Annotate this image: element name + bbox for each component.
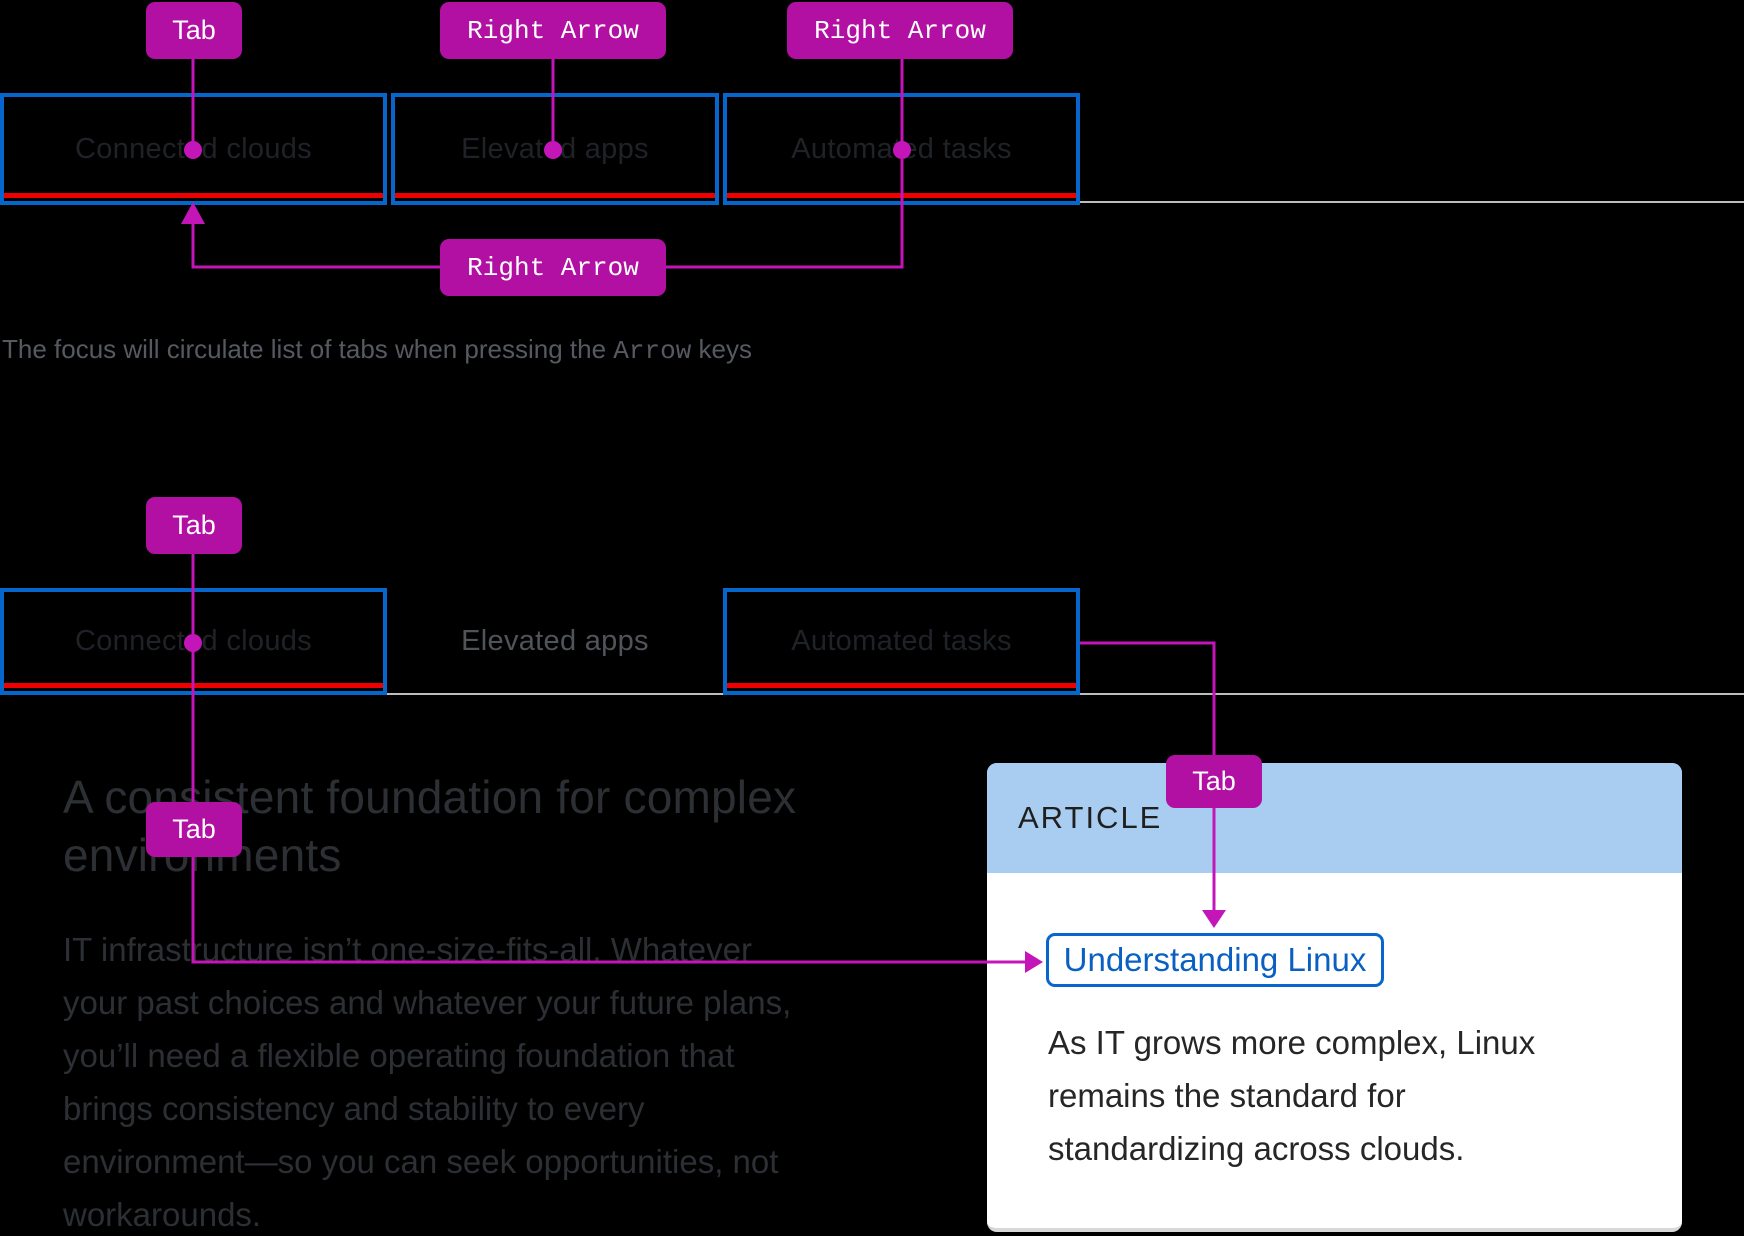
- tab-connected-clouds-row2[interactable]: Connected clouds: [0, 588, 387, 695]
- article-body-line: remains the standard for: [1048, 1077, 1406, 1114]
- tab-connected-clouds-row1[interactable]: Connected clouds: [0, 93, 387, 205]
- key-label-text: Tab: [172, 510, 216, 540]
- article-card-header: ARTICLE: [987, 763, 1682, 873]
- tab-label: Automated tasks: [791, 625, 1012, 657]
- focus-caption: The focus will circulate list of tabs wh…: [2, 334, 752, 366]
- article-link[interactable]: Understanding Linux: [1046, 933, 1384, 987]
- tab-label: Connected clouds: [75, 132, 312, 165]
- active-tab-underline: [727, 193, 1076, 198]
- article-body: As IT grows more complex, Linux remains …: [1048, 1016, 1535, 1175]
- tab-label: Automated tasks: [791, 132, 1012, 165]
- tab-label: Elevated apps: [461, 132, 649, 165]
- key-label-text: Right Arrow: [814, 15, 986, 46]
- active-tab-underline: [727, 683, 1076, 688]
- active-tab-underline: [4, 193, 383, 198]
- key-label-right-arrow-1: Right Arrow: [440, 2, 666, 59]
- page-body: IT infrastructure isn’t one-size-fits-al…: [63, 923, 791, 1236]
- page-body-line: your past choices and whatever your futu…: [63, 984, 792, 1021]
- article-card: ARTICLE Understanding Linux As IT grows …: [987, 763, 1682, 1232]
- page-body-line: IT infrastructure isn’t one-size-fits-al…: [63, 931, 752, 968]
- key-label-text: Tab: [172, 15, 216, 45]
- active-tab-underline: [4, 683, 383, 688]
- key-label-tab-1: Tab: [146, 2, 242, 59]
- key-label-text: Tab: [1192, 766, 1236, 796]
- page-body-line: workarounds.: [63, 1196, 262, 1233]
- page-body-line: environment—so you can seek opportunitie…: [63, 1143, 779, 1180]
- key-label-right-arrow-circulate: Right Arrow: [440, 239, 666, 296]
- tab-label: Connected clouds: [75, 625, 312, 657]
- caption-prefix: The focus will circulate list of tabs wh…: [2, 334, 614, 364]
- page-body-line: brings consistency and stability to ever…: [63, 1090, 645, 1127]
- tab-strip-baseline-row2-right: [1080, 693, 1744, 695]
- tab-automated-tasks-row2[interactable]: Automated tasks: [723, 588, 1080, 695]
- circulate-arrowhead-up: [181, 202, 205, 224]
- key-label-text: Right Arrow: [467, 15, 639, 46]
- key-label-tab-3: Tab: [146, 802, 242, 857]
- key-label-tab-2: Tab: [146, 497, 242, 554]
- article-link-text: Understanding Linux: [1063, 941, 1367, 978]
- article-body-line: As IT grows more complex, Linux: [1048, 1024, 1536, 1061]
- tab-strip-baseline-row1: [1080, 201, 1744, 203]
- caption-keyword: Arrow: [613, 336, 692, 366]
- caption-suffix: keys: [691, 334, 752, 364]
- active-tab-underline: [395, 193, 715, 198]
- tab-elevated-apps-row1[interactable]: Elevated apps: [391, 93, 719, 205]
- tab-automated-tasks-row1[interactable]: Automated tasks: [723, 93, 1080, 205]
- key-label-tab-4: Tab: [1166, 755, 1262, 808]
- key-label-text: Right Arrow: [467, 252, 639, 283]
- tab-label: Elevated apps: [461, 625, 649, 657]
- article-body-line: standardizing across clouds.: [1048, 1130, 1465, 1167]
- key-label-right-arrow-2: Right Arrow: [787, 2, 1013, 59]
- circulate-line-left: [191, 222, 440, 269]
- article-card-title: ARTICLE: [1018, 800, 1163, 835]
- tab-elevated-apps-row2[interactable]: Elevated apps: [391, 588, 719, 695]
- page-body-line: you’ll need a flexible operating foundat…: [63, 1037, 735, 1074]
- key-label-text: Tab: [172, 814, 216, 844]
